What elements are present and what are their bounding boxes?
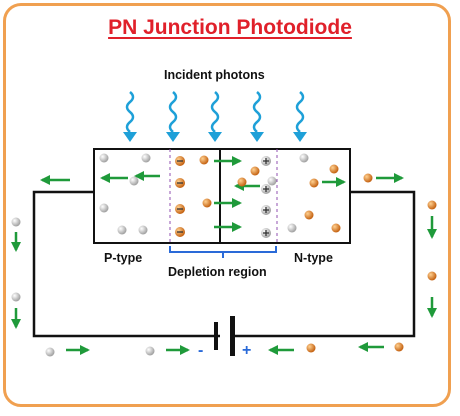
semiconductor-block — [93, 148, 351, 244]
positive-ion-icon — [261, 156, 271, 166]
hole — [99, 203, 109, 213]
negative-ions — [175, 156, 185, 237]
photon-arrowheads — [123, 132, 307, 142]
hole — [287, 223, 297, 233]
hole — [267, 176, 277, 186]
photon-4 — [252, 91, 262, 133]
incident-photons-label: Incident photons — [164, 68, 265, 82]
electron — [306, 343, 316, 353]
depletion-region-border — [169, 149, 278, 243]
negative-ion-icon — [175, 156, 185, 166]
photon-2 — [168, 91, 178, 133]
photon-1 — [125, 91, 135, 133]
hole — [299, 153, 309, 163]
hole-particles — [11, 153, 309, 357]
carrier-flow-arrows — [11, 156, 437, 355]
electron — [394, 342, 404, 352]
electron — [427, 271, 437, 281]
photon-3 — [210, 91, 220, 133]
hole — [11, 217, 21, 227]
electron — [331, 223, 341, 233]
outer-frame — [3, 3, 451, 407]
electron — [202, 198, 212, 208]
hole — [45, 347, 55, 357]
negative-ion-icon — [175, 204, 185, 214]
negative-ion-icon — [175, 227, 185, 237]
positive-ion-icon — [261, 205, 271, 215]
p-type-label: P-type — [104, 251, 143, 265]
hole — [141, 153, 151, 163]
battery-icon — [214, 316, 235, 356]
electron — [250, 166, 260, 176]
positive-ion-icon — [261, 228, 271, 238]
electron — [309, 178, 319, 188]
negative-ion-icon — [175, 178, 185, 188]
electron — [363, 173, 373, 183]
photon-group — [125, 91, 305, 133]
hole — [117, 225, 127, 235]
positive-ion-icon — [261, 184, 271, 194]
diagram-title: PN Junction Photodiode — [108, 16, 352, 39]
depletion-region-label: Depletion region — [168, 265, 267, 279]
electron — [199, 155, 209, 165]
electron — [237, 177, 247, 187]
battery-positive-label: + — [242, 342, 251, 359]
photon-5 — [295, 91, 305, 133]
electron-particles — [199, 155, 437, 353]
circuit-wire — [32, 190, 416, 338]
hole — [99, 153, 109, 163]
positive-ions — [261, 156, 271, 238]
depletion-bracket — [169, 246, 277, 258]
hole — [129, 176, 139, 186]
hole — [11, 292, 21, 302]
battery-negative-label: - — [198, 342, 203, 359]
electron — [329, 164, 339, 174]
n-type-label: N-type — [294, 251, 333, 265]
electron — [304, 210, 314, 220]
hole — [145, 346, 155, 356]
hole — [138, 225, 148, 235]
electron — [427, 200, 437, 210]
